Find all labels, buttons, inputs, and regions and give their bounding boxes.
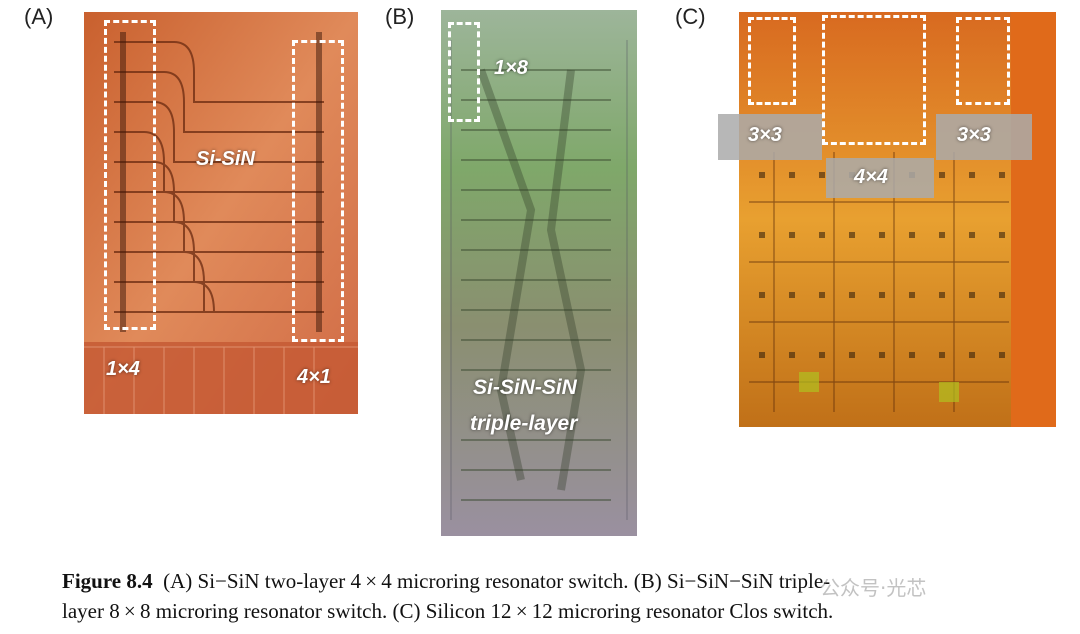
- figure-caption: Figure 8.4 (A) Si−SiN two-layer 4 × 4 mi…: [62, 566, 1062, 626]
- watermark: 公众号·光芯: [820, 576, 927, 600]
- panel-c-label-right: 3×3: [957, 124, 991, 146]
- panel-c-label: (C): [675, 4, 706, 29]
- panel-c-box-right: [956, 17, 1010, 105]
- panel-a-box-right: [292, 40, 344, 342]
- panel-c-image: [739, 12, 1056, 427]
- panel-c-label-center: 4×4: [854, 166, 888, 188]
- panel-b-label: (B): [385, 4, 415, 29]
- caption-line-2: layer 8 × 8 microring resonator switch. …: [62, 599, 834, 623]
- panel-a-label-right: 4×1: [297, 366, 331, 388]
- panel-b-label-line2: triple-layer: [470, 412, 578, 435]
- panel-c-band-right: [936, 114, 1032, 160]
- panel-a-label-center: Si-SiN: [196, 148, 255, 170]
- panel-b-label-top: 1×8: [494, 57, 528, 79]
- panel-b-label-line1: Si-SiN-SiN: [473, 376, 577, 399]
- caption-line-1: (A) Si−SiN two-layer 4 × 4 microring res…: [163, 569, 831, 593]
- panel-b-box: [448, 22, 480, 122]
- panel-c-band-left: [718, 114, 822, 160]
- panel-a-label-left: 1×4: [106, 358, 140, 380]
- panel-c-box-center: [822, 15, 926, 145]
- figure-number: Figure 8.4: [62, 569, 153, 593]
- panel-c-box-left: [748, 17, 796, 105]
- panel-c-band-center: [826, 158, 934, 198]
- panel-a-box-left: [104, 20, 156, 330]
- panel-c-label-left: 3×3: [748, 124, 782, 146]
- panel-a-label: (A): [24, 4, 54, 29]
- panel-a-image: [84, 12, 358, 414]
- panel-b-image: [441, 10, 637, 536]
